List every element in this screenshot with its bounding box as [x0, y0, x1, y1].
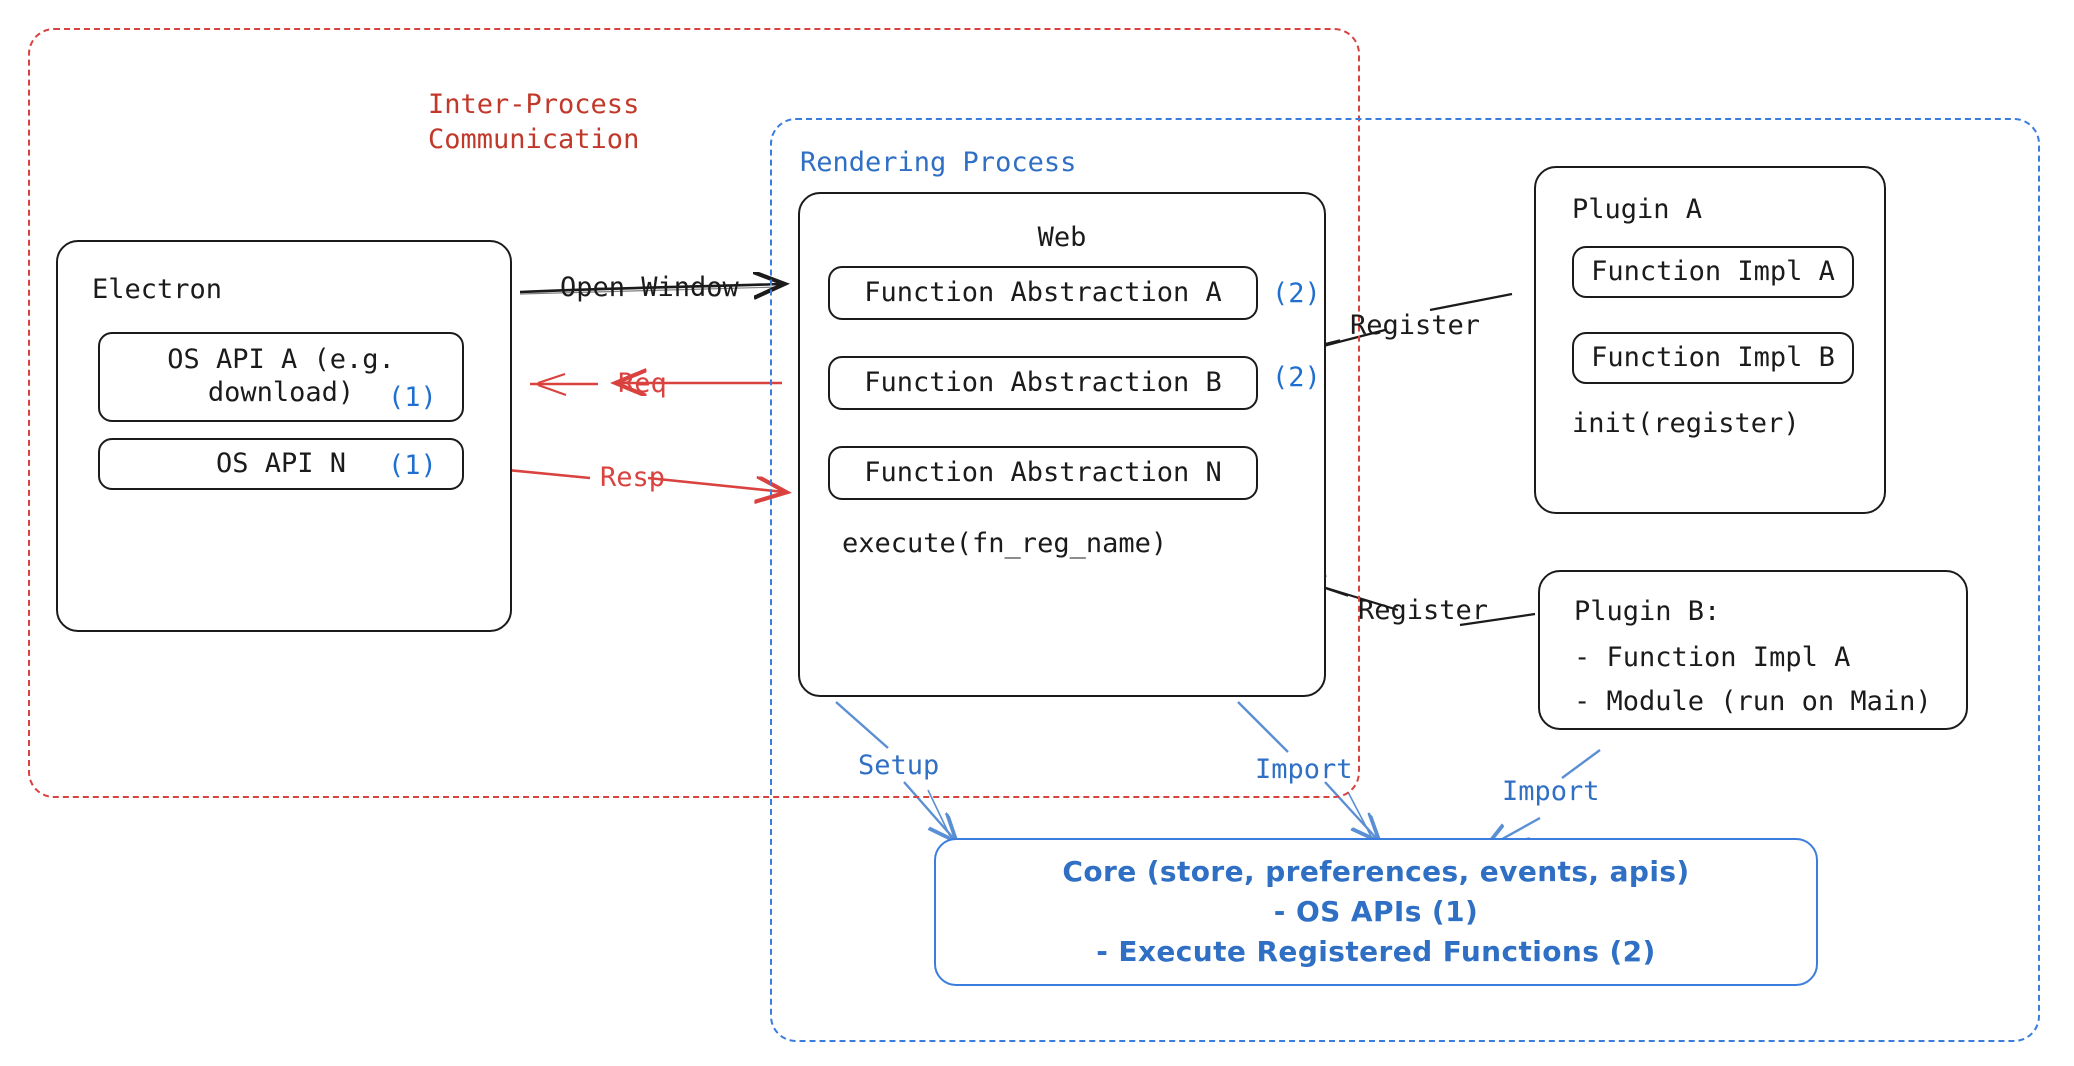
region-ipc-label: Inter-Process Communication	[428, 89, 640, 155]
web-title: Web	[1037, 222, 1087, 253]
electron-box[interactable]: Electron OS API A (e.g. download) (1) OS…	[56, 240, 512, 632]
function-abstraction-a-box[interactable]: Function Abstraction A	[828, 266, 1258, 320]
edge-label-import-web: Import	[1255, 754, 1353, 785]
web-execute-footer: execute(fn_reg_name)	[842, 528, 1168, 559]
plugin-b-item-1: - Function Impl A	[1574, 642, 1851, 673]
function-abstraction-a-marker: (2)	[1272, 278, 1321, 309]
plugin-b-item-2: - Module (run on Main)	[1574, 686, 1932, 717]
function-abstraction-a-label: Function Abstraction A	[864, 276, 1222, 308]
plugin-b-title: Plugin B:	[1574, 596, 1721, 627]
function-abstraction-n-label: Function Abstraction N	[864, 456, 1222, 488]
edge-label-setup: Setup	[858, 750, 940, 781]
plugin-a-title: Plugin A	[1572, 194, 1703, 225]
os-api-n-label: OS API N	[215, 447, 347, 479]
edge-label-import-plugin: Import	[1502, 776, 1600, 807]
plugin-a-footer: init(register)	[1572, 408, 1800, 439]
core-line-2: - OS APIs (1)	[1273, 895, 1479, 929]
electron-title: Electron	[92, 274, 223, 305]
core-line-1: Core (store, preferences, events, apis)	[1062, 855, 1690, 889]
core-line-3: - Execute Registered Functions (2)	[1096, 934, 1656, 968]
plugin-a-impl-a-label: Function Impl A	[1591, 255, 1835, 287]
web-box[interactable]: Web Function Abstraction A (2) Function …	[798, 192, 1326, 697]
os-api-a-box[interactable]: OS API A (e.g. download)	[98, 332, 464, 422]
region-rendering	[770, 118, 2040, 1042]
os-api-a-marker: (1)	[388, 382, 437, 413]
edge-label-register-a: Register	[1350, 310, 1481, 341]
core-box[interactable]: Core (store, preferences, events, apis) …	[934, 838, 1818, 986]
os-api-a-label: OS API A (e.g. download)	[167, 344, 395, 408]
edge-label-req: Req	[618, 368, 667, 399]
region-ipc	[28, 28, 1360, 798]
os-api-n-marker: (1)	[388, 450, 437, 481]
plugin-a-box[interactable]: Plugin A Function Impl A Function Impl B…	[1534, 166, 1886, 514]
function-abstraction-n-box[interactable]: Function Abstraction N	[828, 446, 1258, 500]
function-abstraction-b-box[interactable]: Function Abstraction B	[828, 356, 1258, 410]
plugin-a-impl-a-box[interactable]: Function Impl A	[1572, 246, 1854, 298]
os-api-n-box[interactable]: OS API N	[98, 438, 464, 490]
edge-label-open-window: Open Window	[560, 272, 739, 303]
edge-label-register-b: Register	[1358, 595, 1489, 626]
plugin-a-impl-b-box[interactable]: Function Impl B	[1572, 332, 1854, 384]
edge-label-resp: Resp	[600, 462, 666, 493]
region-rendering-label: Rendering Process	[800, 147, 1077, 178]
plugin-a-impl-b-label: Function Impl B	[1591, 341, 1835, 373]
function-abstraction-b-label: Function Abstraction B	[864, 366, 1222, 398]
function-abstraction-b-marker: (2)	[1272, 362, 1321, 393]
plugin-b-box[interactable]: Plugin B: - Function Impl A - Module (ru…	[1538, 570, 1968, 730]
